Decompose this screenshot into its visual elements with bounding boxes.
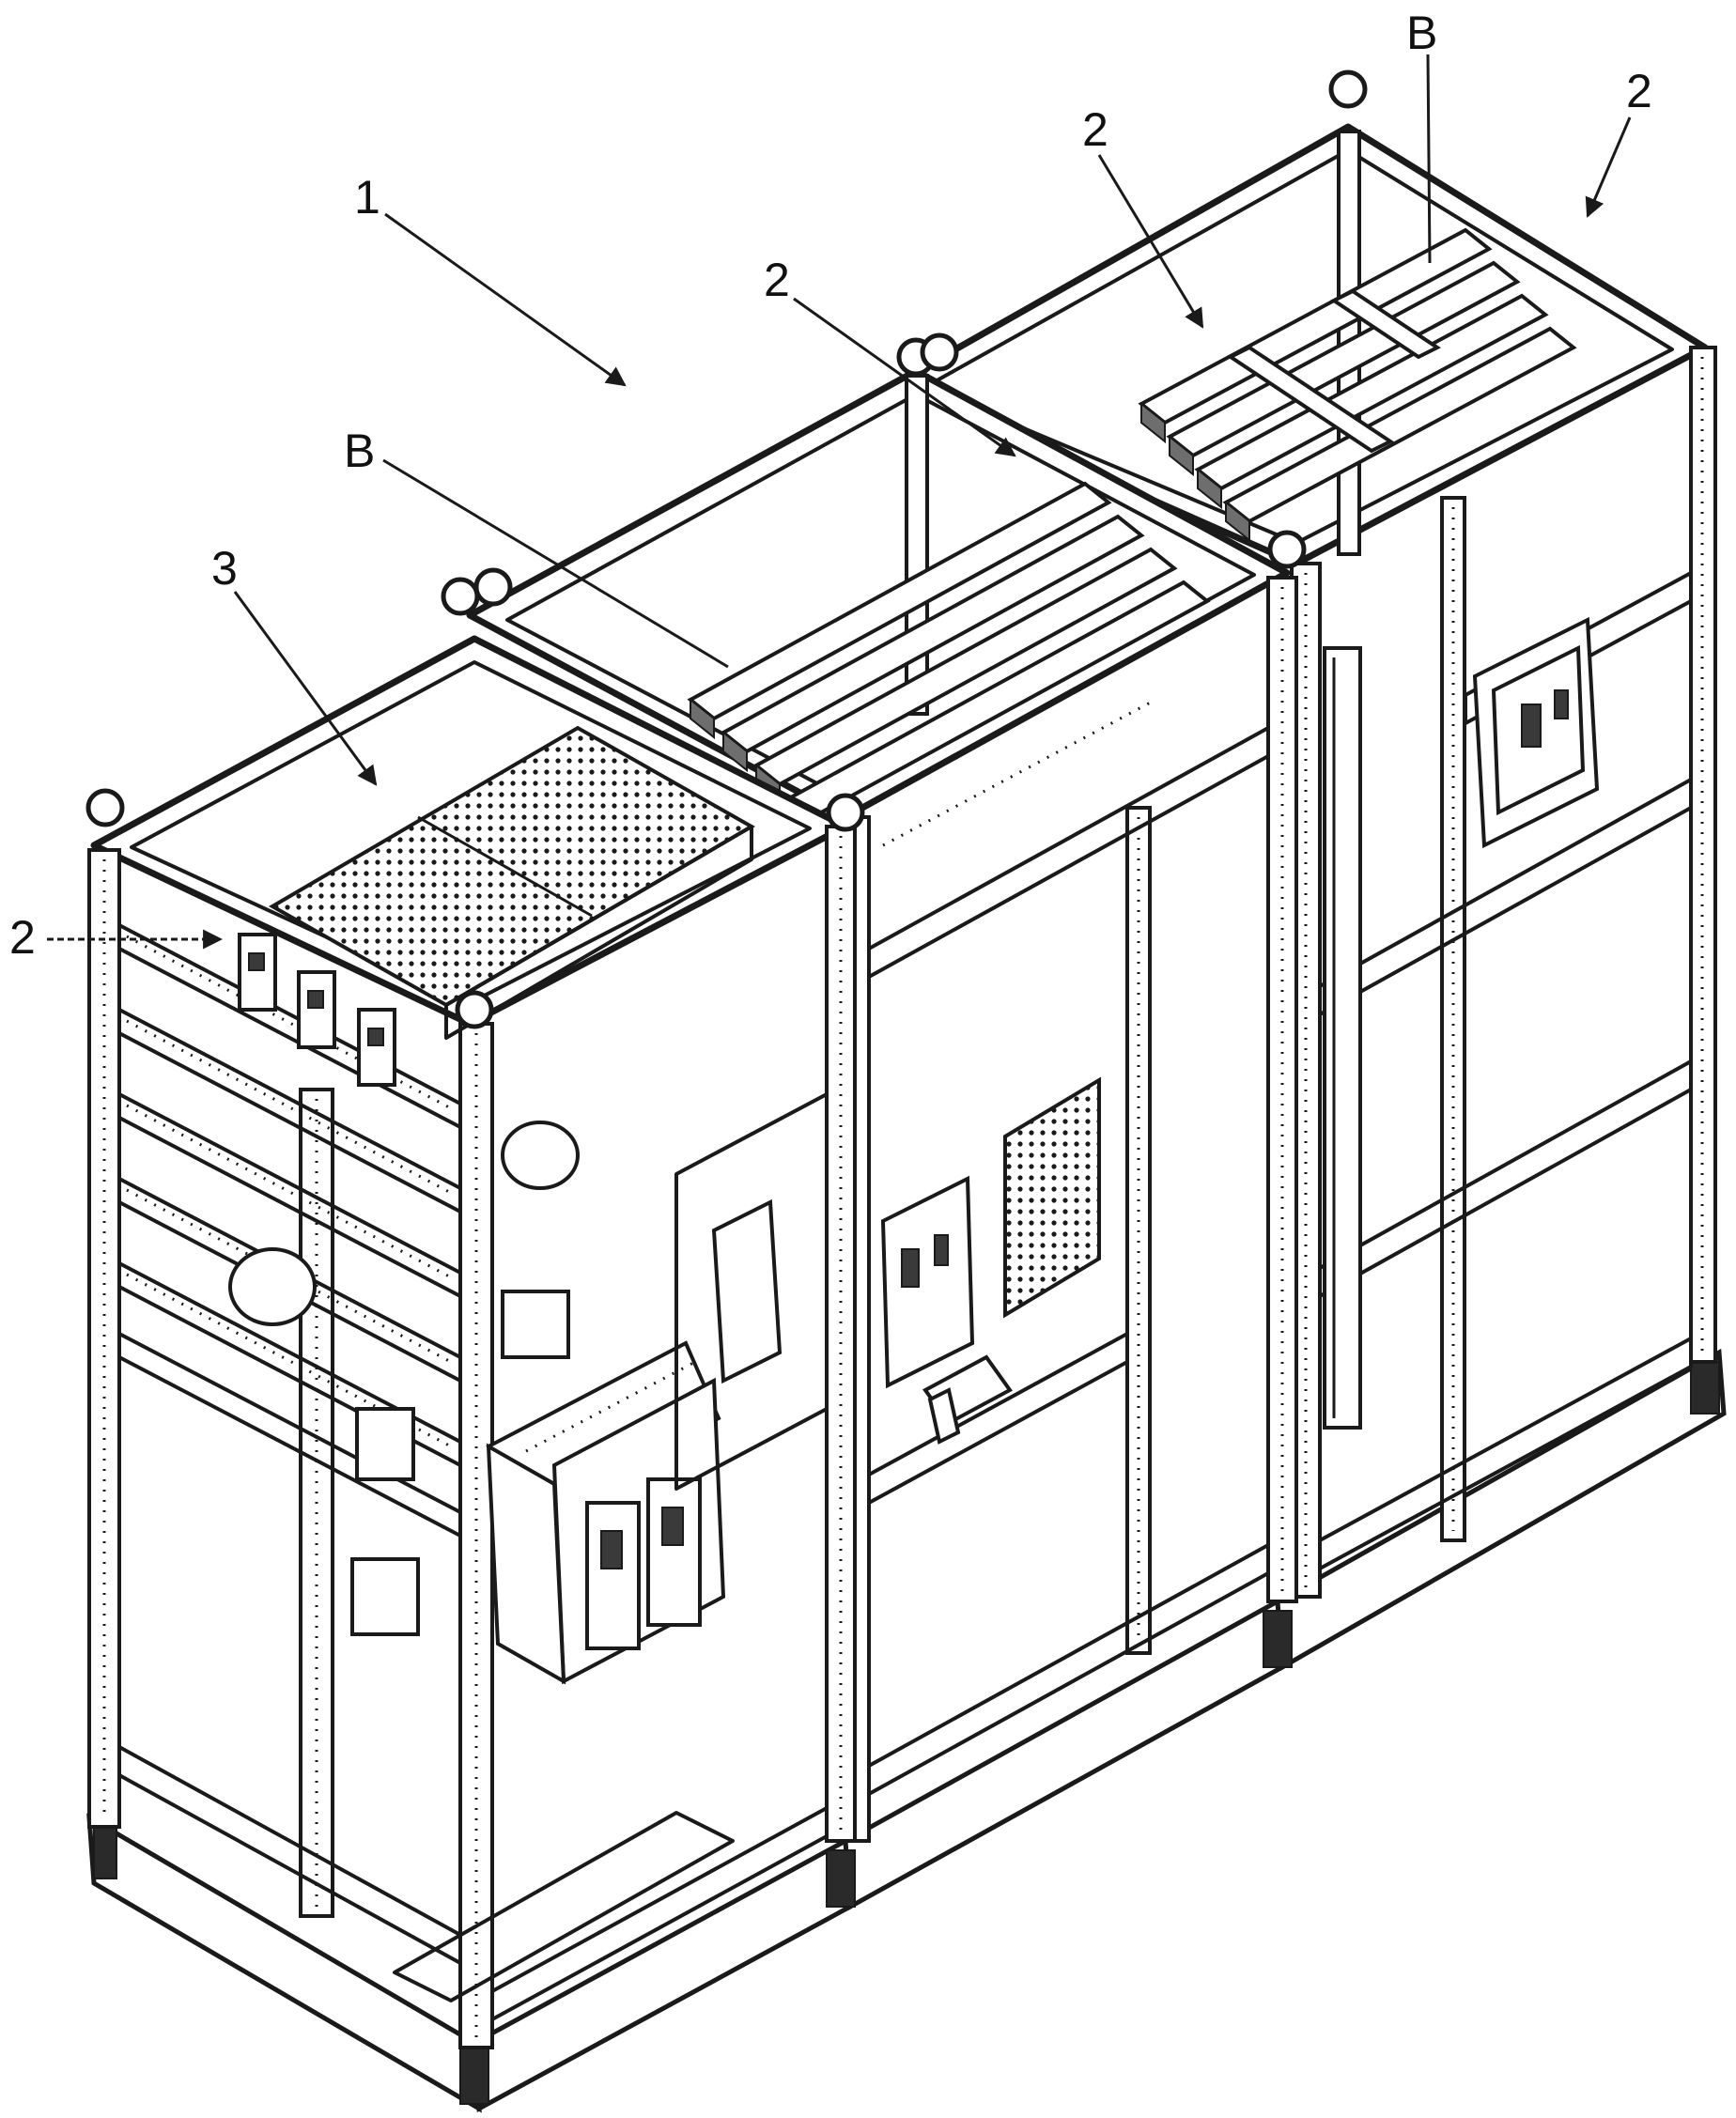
label-2-center: 2 bbox=[764, 254, 790, 306]
terminal-block-left bbox=[350, 1290, 570, 1636]
leader-2-far-right bbox=[1585, 116, 1632, 218]
label-b-center: B bbox=[344, 425, 375, 477]
cabinet-center bbox=[466, 367, 1362, 1843]
label-b-top-right: B bbox=[1406, 7, 1437, 59]
fuse-switches bbox=[238, 933, 396, 1087]
cabinet-right bbox=[889, 123, 1717, 1599]
cabinet-right-post-d bbox=[1440, 496, 1466, 1542]
cabinet-center-post-b bbox=[1266, 576, 1298, 1603]
busbar-set-center bbox=[687, 481, 1211, 839]
label-2-left: 2 bbox=[9, 911, 36, 964]
label-1: 1 bbox=[354, 171, 380, 224]
cabinet-left-post-b bbox=[458, 1022, 494, 2049]
cabinet-left-post-a bbox=[87, 848, 121, 1829]
main-breaker-left bbox=[486, 1340, 726, 1685]
foot-1 bbox=[459, 2047, 489, 2105]
lifting-eyes bbox=[85, 70, 1368, 1029]
reference-labels: 1 2 2 2 2 B B 3 bbox=[9, 7, 1652, 964]
plinth-left bbox=[86, 1813, 482, 2113]
cabinet-left bbox=[87, 635, 857, 2049]
leader-b-top-right bbox=[1426, 54, 1432, 264]
label-3: 3 bbox=[211, 542, 238, 595]
plinth-center-front bbox=[843, 1597, 1285, 1911]
foot-5 bbox=[93, 1826, 117, 1879]
rails-left bbox=[117, 923, 462, 1538]
leader-1 bbox=[384, 212, 627, 387]
label-2-top-right: 2 bbox=[1082, 103, 1108, 156]
foot-2 bbox=[826, 1849, 856, 1908]
leader-2-center bbox=[793, 297, 1016, 457]
breaker-right bbox=[1472, 616, 1600, 849]
small-device-center bbox=[922, 1354, 1013, 1445]
leader-2-top-right bbox=[1097, 154, 1204, 329]
leader-3 bbox=[233, 591, 378, 786]
label-2-far-right: 2 bbox=[1626, 65, 1652, 117]
plinth-group bbox=[86, 1348, 1727, 2113]
leader-b-center bbox=[382, 458, 729, 669]
perforated-plate-center bbox=[1003, 1076, 1101, 1319]
busbar-set-right bbox=[1138, 227, 1577, 543]
breaker-center bbox=[880, 1175, 975, 1389]
foot-4 bbox=[1690, 1361, 1720, 1415]
foot-3 bbox=[1263, 1610, 1293, 1668]
current-transformer bbox=[228, 1247, 317, 1326]
